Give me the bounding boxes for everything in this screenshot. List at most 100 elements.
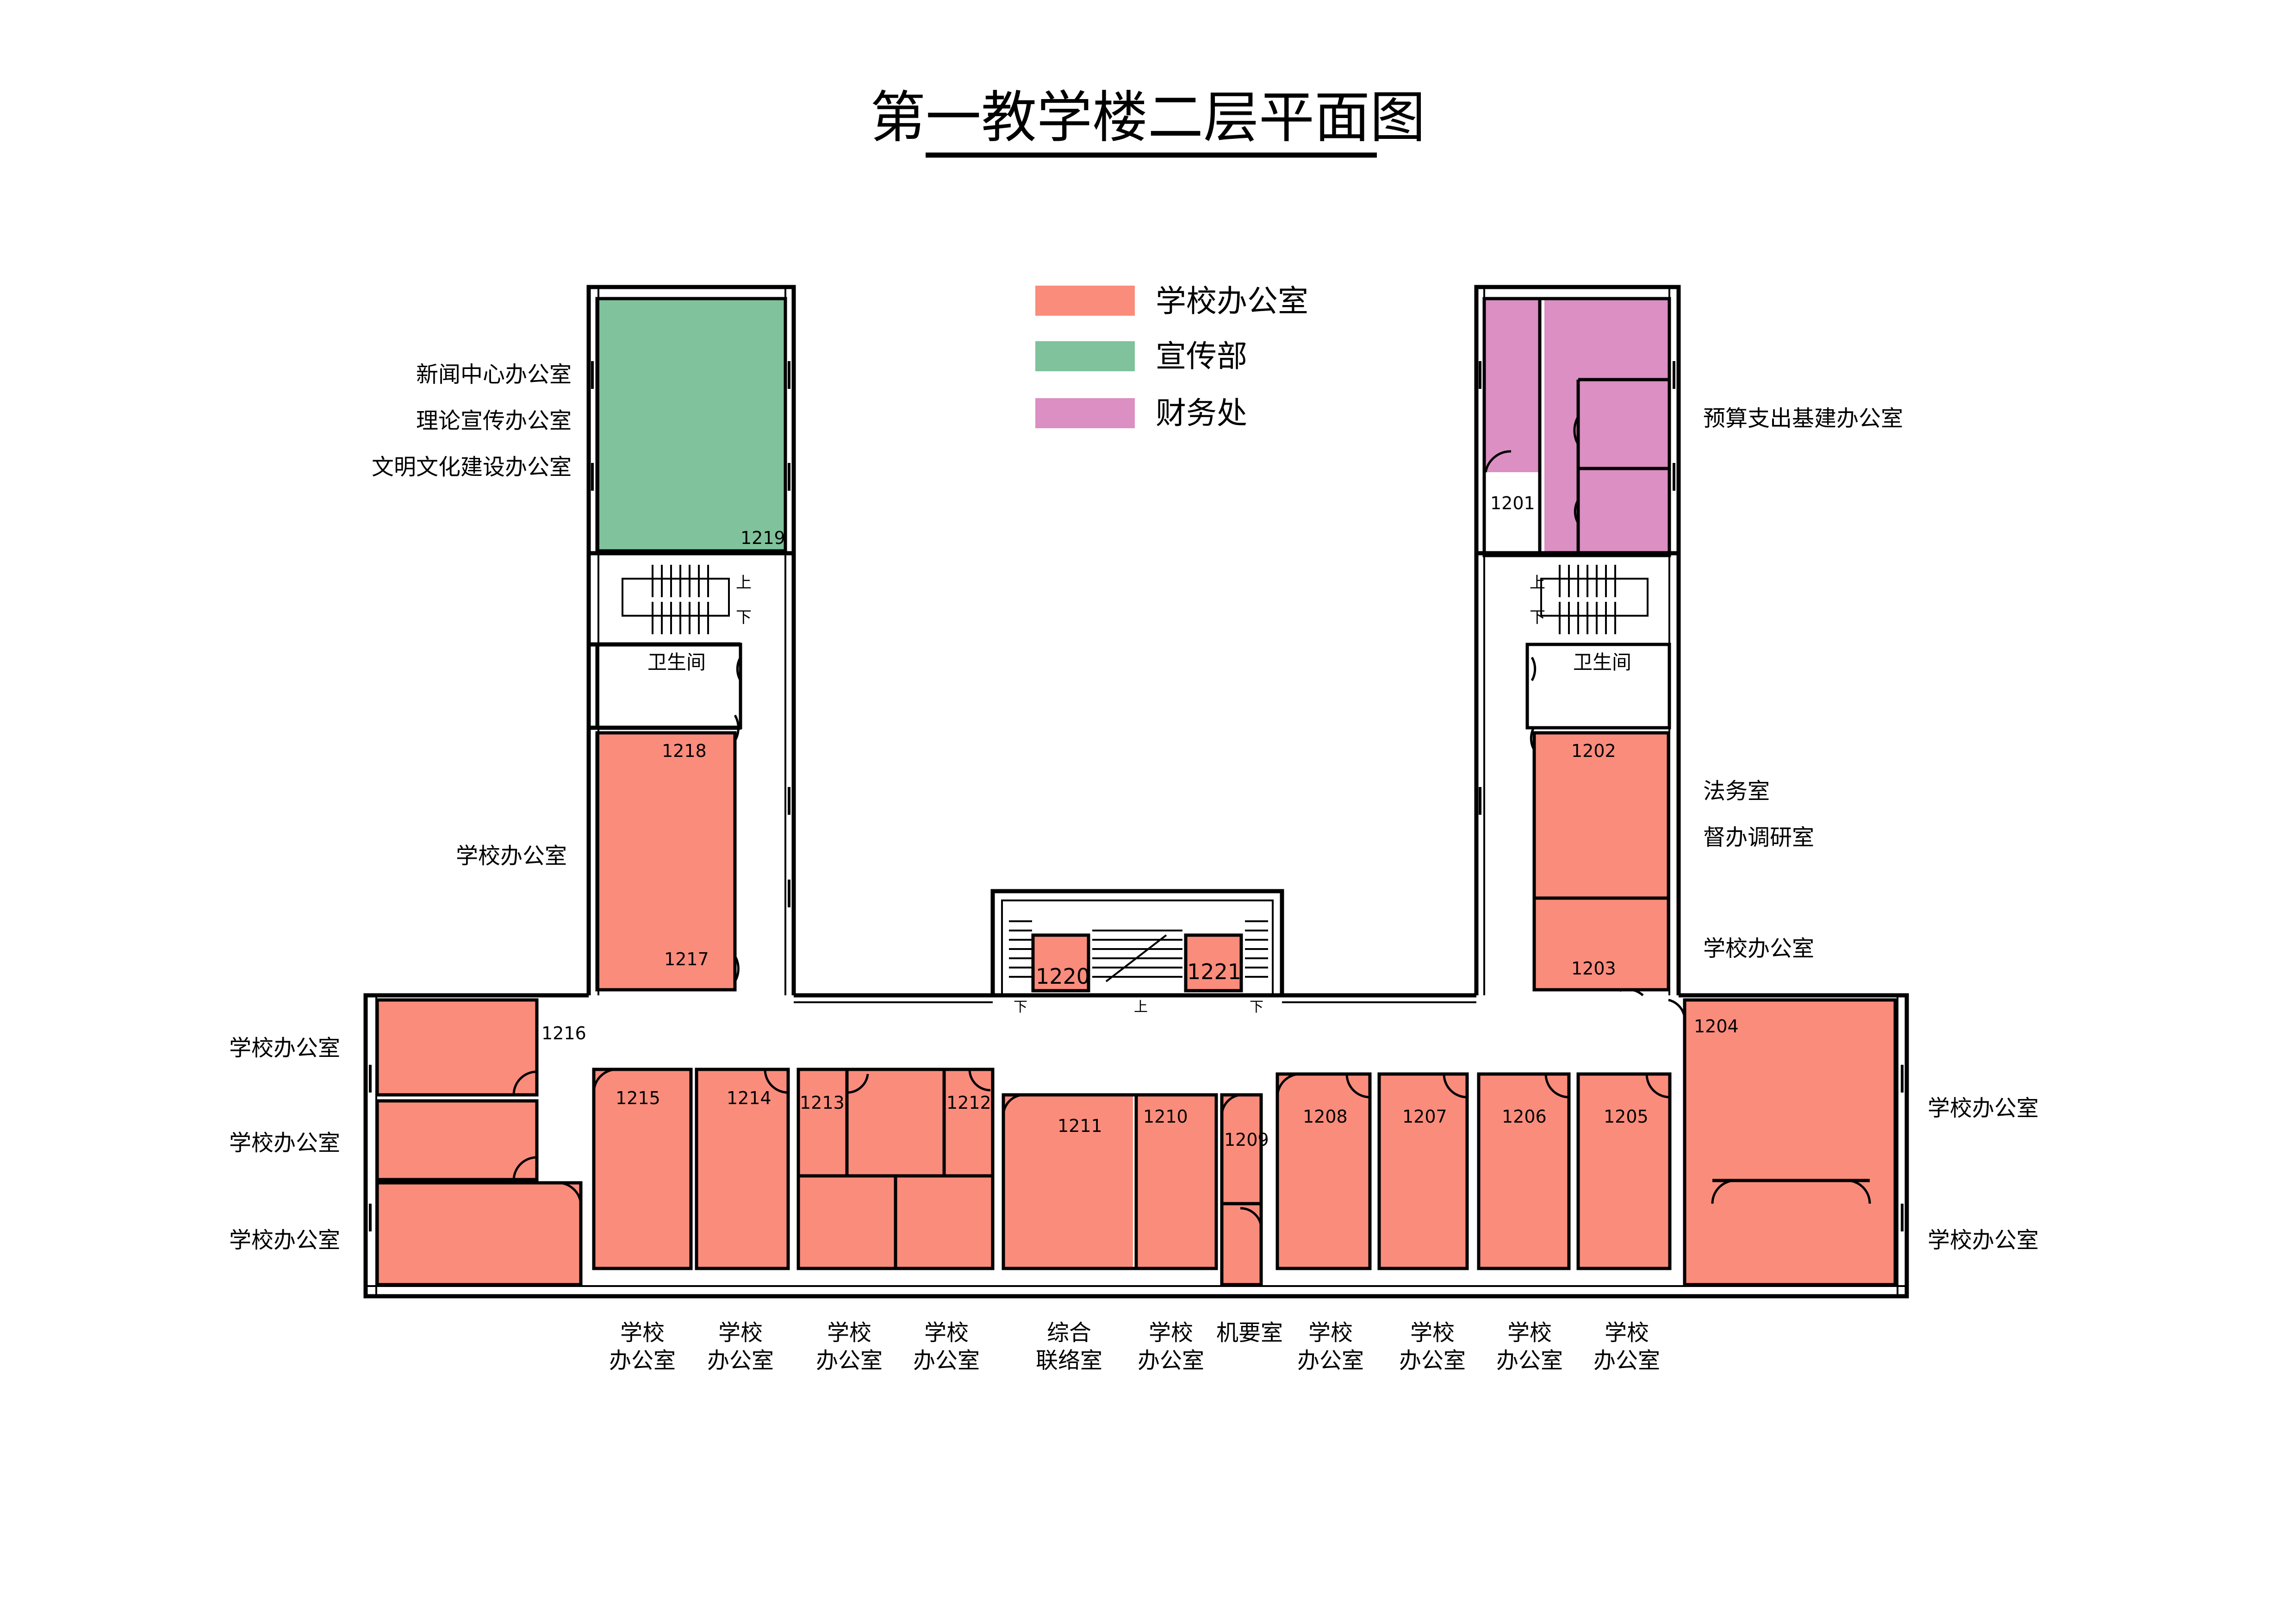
label-1207-l1: 学校 [1410,1320,1455,1346]
room-number-1220: 1220 [1036,964,1090,989]
label-far-left-3: 学校办公室 [229,1227,340,1253]
room-1205 [1578,1074,1670,1268]
label-1207-l2: 办公室 [1399,1348,1466,1374]
room-number-1211: 1211 [1058,1116,1102,1136]
stair-down-left: 下 [736,608,752,627]
room-number-1214: 1214 [727,1088,772,1108]
page-title: 第一教学楼二层平面图 [870,86,1425,150]
room-1221 [1186,935,1241,991]
room-far-left-bottom [377,1183,581,1285]
label-far-left-2: 学校办公室 [229,1130,340,1156]
room-1214 [697,1069,788,1268]
room-number-1213: 1213 [800,1093,845,1113]
room-1206 [1479,1074,1569,1268]
label-1206-l1: 学校 [1507,1320,1552,1346]
room-number-1219: 1219 [740,528,785,548]
label-1215-l1: 学校 [620,1320,665,1346]
room-1207 [1379,1074,1467,1268]
main-block-outline [363,993,1909,1299]
label-1212-l1: 学校 [924,1320,969,1346]
stair-up-left: 上 [736,574,752,592]
legend-label-finance: 财务处 [1156,395,1247,431]
label-1214-l1: 学校 [718,1320,763,1346]
room-number-1207: 1207 [1402,1106,1447,1127]
label-left-wing-school-office: 学校办公室 [456,843,567,869]
stair-down-center-right: 下 [1250,999,1263,1015]
label-1208-l1: 学校 [1308,1320,1353,1346]
legend-label-publicity: 宣传部 [1156,338,1247,374]
stair-up-right: 上 [1530,574,1545,592]
label-right-wing-school-office: 学校办公室 [1703,936,1814,962]
label-1212-l2: 办公室 [913,1348,980,1374]
room-numbers: 1219 1218 1217 1201 1202 1203 1204 1216 … [541,493,1739,1150]
stair-up-center: 上 [1134,999,1148,1015]
room-fills [377,299,1895,1285]
label-news-center: 新闻中心办公室 [416,362,572,387]
room-1204 [1685,1000,1895,1285]
room-finance-a [1484,299,1540,472]
doors [512,416,1871,1227]
label-1210-l2: 办公室 [1138,1348,1204,1374]
room-number-1212: 1212 [946,1093,991,1113]
room-1208 [1277,1074,1370,1268]
room-number-1210: 1210 [1143,1106,1188,1127]
room-number-1205: 1205 [1604,1106,1649,1127]
label-1213-l2: 办公室 [816,1348,883,1374]
label-toilet-left: 卫生间 [647,651,706,674]
room-number-1215: 1215 [616,1088,660,1108]
label-1211-l2: 联络室 [1036,1348,1102,1374]
room-finance-b [1544,299,1669,556]
walls [363,285,1909,1299]
room-number-1216: 1216 [541,1023,586,1043]
office-labels: 新闻中心办公室 理论宣传办公室 文明文化建设办公室 学校办公室 卫生间 卫生间 … [229,362,2039,1374]
legend: 学校办公室 宣传部 财务处 [1035,283,1308,431]
label-supervision: 督办调研室 [1703,824,1814,850]
label-toilet-right: 卫生间 [1573,651,1631,674]
room-number-1217: 1217 [664,949,709,969]
label-legal: 法务室 [1703,778,1770,804]
room-number-1204: 1204 [1694,1016,1739,1037]
label-1209: 机要室 [1216,1320,1283,1346]
room-1215 [594,1069,691,1268]
stair-down-right: 下 [1530,608,1545,627]
label-1210-l1: 学校 [1149,1320,1193,1346]
room-number-1208: 1208 [1303,1106,1348,1127]
room-1219 [597,299,785,551]
legend-swatch-publicity [1035,341,1135,371]
label-far-right-1: 学校办公室 [1928,1095,2039,1121]
legend-swatch-school-office [1035,286,1135,316]
right-wing-outline [1474,285,1681,995]
stairs-right [1540,565,1649,634]
label-theory: 理论宣传办公室 [416,408,572,434]
room-number-1202: 1202 [1571,741,1616,761]
windows [369,361,1904,1231]
label-1206-l2: 办公室 [1496,1348,1563,1374]
room-number-1203: 1203 [1571,958,1616,979]
room-1211 [1003,1095,1133,1268]
label-1215-l2: 办公室 [609,1348,676,1374]
stair-down-center-left: 下 [1014,999,1027,1015]
room-1220 [1033,935,1089,991]
room-number-1221: 1221 [1187,959,1241,984]
label-1205-l2: 办公室 [1593,1348,1660,1374]
room-far-left-mid [377,1101,537,1180]
room-far-left-top [377,1000,537,1095]
room-1210 [1137,1095,1216,1268]
room-1209 [1222,1095,1261,1285]
label-civilization: 文明文化建设办公室 [372,454,572,480]
stairs-center [1009,920,1268,982]
legend-label-school-office: 学校办公室 [1156,283,1308,319]
label-1208-l2: 办公室 [1297,1348,1364,1374]
label-far-left-1: 学校办公室 [229,1035,340,1061]
stairs-left [622,565,730,634]
room-number-1218: 1218 [662,741,707,761]
legend-swatch-finance [1035,398,1135,428]
left-wing-outline [586,285,796,995]
room-number-1209: 1209 [1224,1130,1269,1150]
label-1214-l2: 办公室 [707,1348,774,1374]
room-1217-1218 [597,733,735,990]
label-budget: 预算支出基建办公室 [1703,406,1903,431]
room-number-1206: 1206 [1502,1106,1547,1127]
label-far-right-2: 学校办公室 [1928,1227,2039,1253]
